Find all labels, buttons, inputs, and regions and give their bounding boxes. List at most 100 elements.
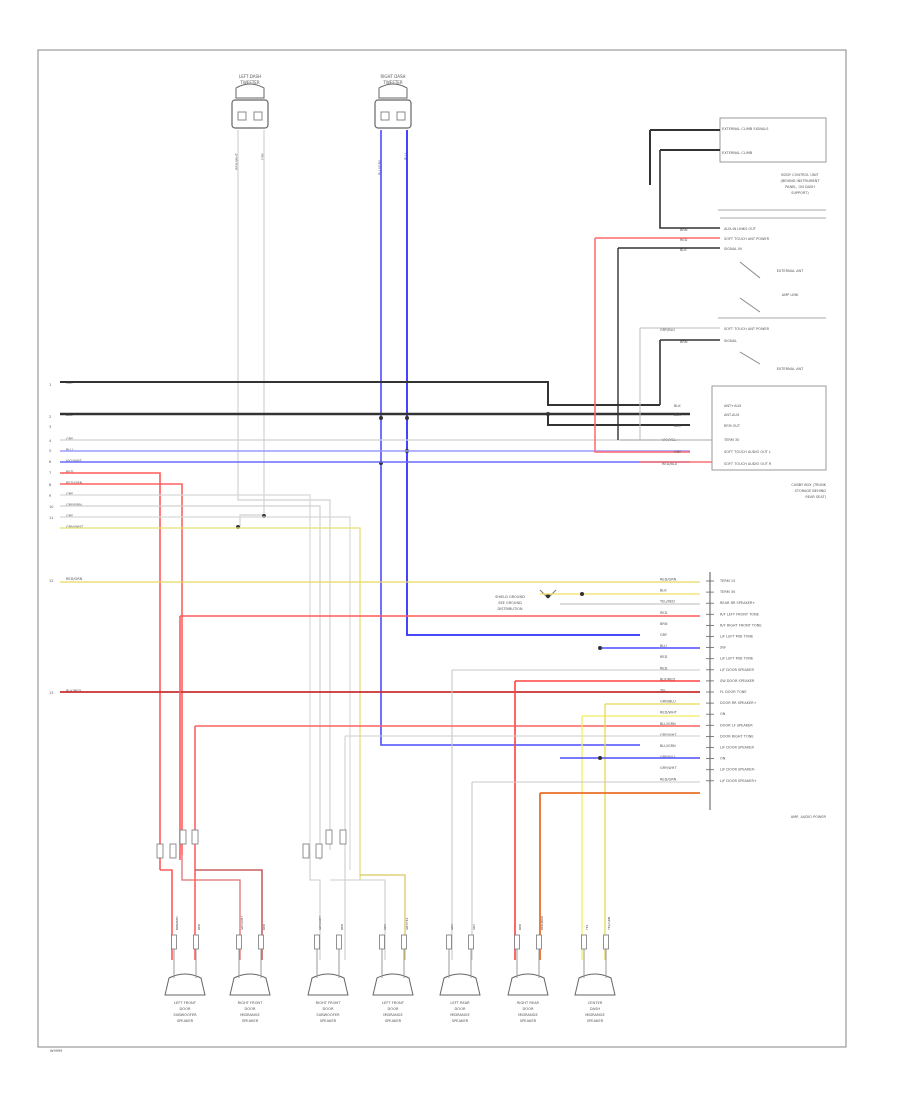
speaker-wire-label: BRN/RED (175, 916, 179, 930)
bcm-wire: BLK (674, 404, 681, 408)
amp-wire-label: YEL (660, 689, 666, 693)
bcm-pin: RFM OUT (724, 424, 741, 428)
speaker-label: MIDRANGE (240, 1013, 260, 1017)
amp-wire-label: GRY/WHT (660, 733, 677, 737)
right-tweeter-label-line-2: TWEETER (382, 80, 402, 85)
upper-box-line-2: EXTERNAL CLIMB (722, 151, 753, 155)
speaker-drop-wires (160, 850, 406, 960)
speaker-icon (164, 973, 206, 996)
bus-num: 9 (49, 494, 51, 498)
speaker-icon (229, 973, 271, 996)
shield-note-1: SHIELD GROUND (495, 595, 525, 599)
amp-wires (179, 592, 700, 960)
speaker-label: SPEAKER (320, 1019, 337, 1023)
diagram-frame (37, 49, 847, 1048)
amp-wire-label: GRY/WHT (660, 766, 677, 770)
bcm-pin: SOFT TOUCH ANT POWER (724, 237, 770, 241)
amp-wire-label: RED (660, 611, 668, 615)
left-tweeter-wire-1: BRN/WHT (235, 152, 239, 170)
speaker-terminal (581, 934, 587, 950)
amp-wire-label: RED/WHT (660, 711, 678, 715)
bus-wire-label: RED (66, 470, 74, 474)
bus-wires (60, 381, 700, 880)
speaker-label: SPEAKER (587, 1019, 604, 1023)
bus-wire-label: GRY (66, 437, 74, 441)
bus-num: 13 (49, 691, 53, 695)
speaker-terminal (536, 934, 542, 950)
bcm-pin: AUX-IN LINKS OUT (724, 227, 757, 231)
speaker-label: MIDRANGE (518, 1013, 538, 1017)
bcm-pin: SOFT TOUCH ANT POWER (724, 327, 770, 331)
bus-wire-label: RED/GRN (66, 577, 83, 581)
speaker-terminal (171, 934, 177, 950)
bus-wire-label: BLK/RED (66, 689, 81, 693)
bcm-footer-2: STORAGE BEHIND (795, 489, 827, 493)
speaker-terminal (258, 934, 264, 950)
amp-wire-label: BLU/GRN (660, 744, 676, 748)
speaker-wire-label: GRY (383, 924, 387, 930)
bus-num: 12 (49, 579, 53, 583)
speaker-label: SPEAKER (242, 1019, 259, 1023)
bus-num: 11 (49, 516, 53, 520)
right-tweeter-wire-2: BLU (404, 153, 408, 160)
module-heading-4: SUPPORT) (791, 191, 809, 195)
speaker-icon (439, 973, 481, 996)
amp-wire-label: BLU/GRN (660, 722, 676, 726)
speaker-label: SPEAKER (385, 1019, 402, 1023)
left-dash-tweeter: LEFT DASH TWEETER BRN/WHT GRY (231, 74, 269, 170)
right-tweeter-wire-1: BLU/GRY (378, 159, 382, 175)
speaker-terminal (446, 934, 452, 950)
amp-pin-label: L/F DOOR SPEAKER- (720, 768, 756, 772)
speaker-wire-label: GRY (450, 924, 454, 930)
tweeter-wires (236, 130, 640, 850)
amp-pin-label: L/F LEFT MID TONE (720, 657, 753, 661)
amp-pin-label: L/F LEFT MID TONE (720, 635, 753, 639)
speaker-label: MIDRANGE (383, 1013, 403, 1017)
speaker-icon (307, 973, 349, 996)
left-tweeter-wire-2: GRY (261, 152, 265, 160)
bcm-wire: RED/BLU (662, 462, 678, 466)
speaker-terminal (401, 934, 407, 950)
amp-pin-label: L/F DOOR SPEAKER (720, 746, 754, 750)
bcm-side-note-amp: AMP LINK (782, 293, 799, 297)
speaker-wire-label: RED (197, 923, 201, 930)
bus-num: 7 (49, 471, 51, 475)
amp-wire-label: RED/GRN (660, 578, 677, 582)
bus-num: 2 (49, 415, 51, 419)
bcm-wire: BRN (680, 228, 688, 232)
speaker-label: DOOR (523, 1007, 534, 1011)
bcm-pin: ANT-AUX (724, 413, 740, 417)
speaker-label: MIDRANGE (450, 1013, 470, 1017)
bus-wire-label: RED/GRN (66, 481, 83, 485)
speaker-terminal (314, 934, 320, 950)
speaker-label: DOOR (180, 1007, 191, 1011)
amp-wire-label: GRY (660, 633, 668, 637)
speaker-wire-label: GRY/WHT (240, 916, 244, 930)
speaker-label: MIDRANGE (585, 1013, 605, 1017)
amp-pin-label: L/F DOOR SPEAKER+ (720, 779, 757, 783)
amp-wire-label: RED (660, 666, 668, 670)
left-tweeter-label-line-1: LEFT DASH (239, 74, 261, 79)
amp-pin-label: SW DOOR SPEAKER (720, 679, 755, 683)
amp-wire-label: BLK (660, 589, 667, 593)
bus-wire-label: GRN/WHT (66, 525, 84, 529)
speaker-icon (574, 973, 616, 996)
bus-num: 3 (49, 425, 51, 429)
inline-connectors (156, 829, 347, 859)
amp-wire-label: BLU (660, 644, 667, 648)
amp-pin-label: DOOR RR SPEAKER+ (720, 701, 757, 705)
bcm-side-note-2: EXTERNAL ANT (777, 367, 804, 371)
speaker-wire-label: GRY/WHT (318, 916, 322, 930)
bcm-wire: RED (680, 238, 688, 242)
left-bus-numbers: 1 2 3 4 5 6 7 8 9 10 11 12 13 (49, 383, 53, 695)
bcm-pin: SOFT TOUCH AUDIO OUT R (724, 462, 772, 466)
speaker-label: LEFT FRONT (174, 1001, 197, 1005)
speaker-label: DOOR (323, 1007, 334, 1011)
